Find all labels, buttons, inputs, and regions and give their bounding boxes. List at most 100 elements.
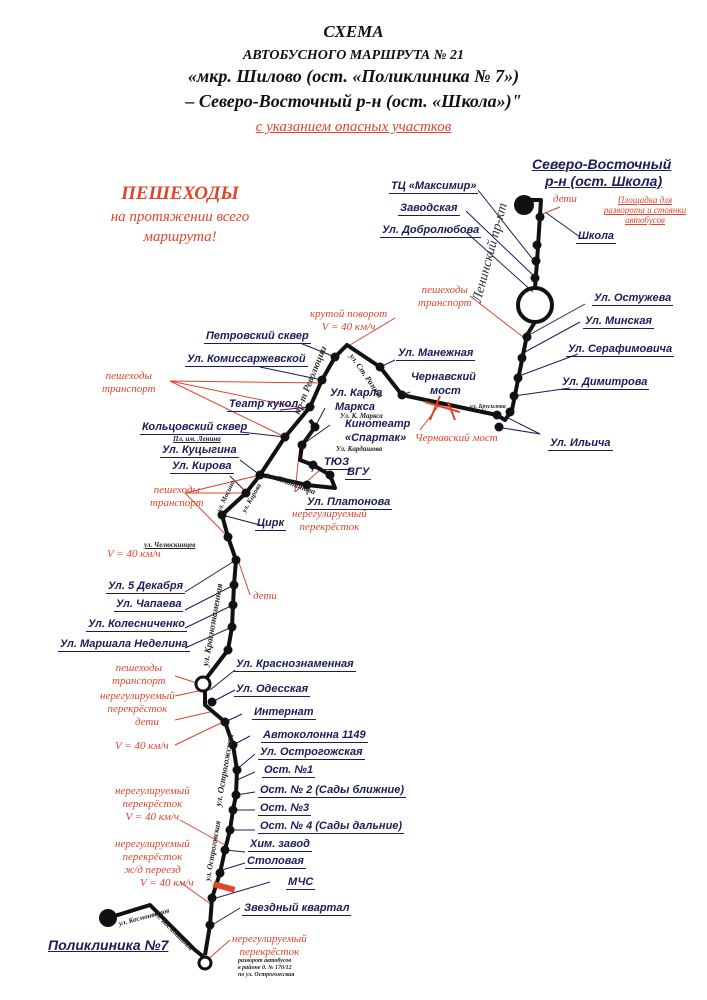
warning-leader-lines xyxy=(169,206,561,963)
warning-speed-3: V = 40 км/ч xyxy=(115,740,169,752)
stop-label: Автоколонна 1149 xyxy=(261,729,368,743)
unreg-label: нерегулируемый xyxy=(115,785,190,797)
stop-label: ВГУ xyxy=(345,466,372,480)
title-line2: АВТОБУСНОГО МАРШРУТА № 21 xyxy=(242,48,465,63)
stop-label: Заводская xyxy=(398,202,460,216)
rail-label: ж/д переезд xyxy=(123,864,181,876)
street-k-marks: Ул. К. Маркса xyxy=(340,412,383,420)
warning-children-2: дети xyxy=(253,590,277,602)
stop-label: Цирк xyxy=(255,517,287,531)
warning-bridge: Чернавский мост xyxy=(415,432,498,444)
stop-label: Маркса xyxy=(335,401,375,413)
stop-label: Ул. Платонова xyxy=(305,496,393,510)
stop-label: Школа xyxy=(576,230,617,244)
crossing-label: перекрёсток xyxy=(299,521,360,533)
turnaround-note: Площадка для разворота и стоянки автобус… xyxy=(590,195,700,225)
street-brusilova: ул. Брусилова xyxy=(470,404,506,410)
stop-label: Кольцовский сквер xyxy=(140,421,250,435)
stop-label: мост xyxy=(430,385,461,397)
turn-note-1: разворот автобусов xyxy=(238,958,292,964)
ped-label: пешеходы xyxy=(115,662,162,674)
sharp-turn-label: крутой поворот xyxy=(310,308,388,320)
stop-label: Ост. №1 xyxy=(262,764,316,778)
terminal-dot-south xyxy=(99,909,117,927)
crossing-label: перекрёсток xyxy=(107,703,168,715)
transport-label: транспорт xyxy=(102,383,156,395)
turnaround-line3: автобусов xyxy=(625,215,665,225)
roundabout xyxy=(516,286,554,324)
stop-label: Чернавский xyxy=(411,371,476,383)
unreg-label: нерегулируемый xyxy=(115,838,190,850)
unreg-label: нерегулируемый xyxy=(232,933,307,945)
stop-label: Ул. Чапаева xyxy=(114,598,184,612)
stop-label: Ул. Остужева xyxy=(592,292,674,306)
transport-label: транспорт xyxy=(112,675,166,687)
stop-label: Ост. №3 xyxy=(258,802,312,816)
crossing-label: перекрёсток xyxy=(239,946,300,958)
subtitle: с указанием опасных участков xyxy=(255,119,452,135)
stop-label: Ул. Ильича xyxy=(548,437,613,451)
turn-note-2: в районе д. № 170/12 xyxy=(238,965,292,971)
stop-label: Звездный квартал xyxy=(242,902,352,916)
pedestrians-line2: маршрута! xyxy=(143,229,217,245)
stop-label: Ул. Маршала Неделина xyxy=(58,638,190,652)
stop-label: Ул. Карла xyxy=(330,387,383,399)
leader-lines xyxy=(184,189,586,926)
stop-label: Ул. Колесниченко xyxy=(86,618,187,632)
stop-label: Кинотеатр xyxy=(345,418,411,430)
stop-label: Ул. Серафимовича xyxy=(566,343,675,357)
street-lenin-square: Пл. им. Ленина xyxy=(173,435,221,443)
stop-label: Интернат xyxy=(252,706,316,720)
stop-label: Ост. № 4 (Сады дальние) xyxy=(258,820,405,834)
stop-label: Столовая xyxy=(245,855,306,869)
unreg-label: нерегулируемый xyxy=(292,508,367,520)
turnaround-line1: Площадка для xyxy=(617,195,673,205)
roundabout-south xyxy=(194,675,212,693)
railway-crossing-mark xyxy=(212,881,236,893)
turn-note-3: по ул. Острогожская xyxy=(238,972,295,978)
ped-label: пешеходы xyxy=(105,370,152,382)
stop-label: Ул. Манежная xyxy=(396,347,476,361)
stop-label: Ул. Краснознаменная xyxy=(234,658,356,672)
unreg-label: нерегулируемый xyxy=(100,690,175,702)
stop-label: «Спартак» xyxy=(345,432,407,444)
street-kardashov: Ул. Кардашова xyxy=(336,445,383,453)
transport-label: транспорт xyxy=(150,497,204,509)
ped-label: пешеходы xyxy=(421,284,468,296)
turnaround-line2: разворота и стоянки xyxy=(603,205,687,215)
speed-label: V = 40 км/ч xyxy=(321,321,376,333)
terminal-north-line1: Северо-Восточный xyxy=(532,156,672,172)
stop-label: Театр кукол xyxy=(227,398,301,412)
pedestrians-title: ПЕШЕХОДЫ xyxy=(121,183,239,204)
stop-label: Хим. завод xyxy=(248,838,312,852)
warning-speed-cheluskin: V = 40 км/ч xyxy=(107,548,161,560)
stop-label: Ост. № 2 (Сады ближние) xyxy=(258,784,406,798)
street-chelyuskin: ул. Челюскинцев xyxy=(144,541,196,549)
title-line3: «мкр. Шилово (ост. «Поликлиника № 7») xyxy=(187,66,520,86)
stop-label: Ул. Добролюбова xyxy=(380,224,482,238)
stop-label: Петровский сквер xyxy=(204,330,311,344)
title-line1: СХЕМА xyxy=(323,22,384,41)
stop-label: Ул. Одесская xyxy=(234,683,311,697)
title-line4: – Северо-Восточный р-н (ост. «Школа»)" xyxy=(185,91,522,111)
stop-label: Ул. Острогожская xyxy=(258,746,365,760)
stop-label: Ул. 5 Декабря xyxy=(106,580,186,594)
stop-label: ТЦ «Максимир» xyxy=(389,180,479,194)
terminal-north-line2: р-н (ост. Школа) xyxy=(545,173,663,189)
ped-label: пешеходы xyxy=(153,484,200,496)
stop-label: Ул. Минская xyxy=(583,315,654,329)
terminal-dot-north xyxy=(514,195,534,215)
